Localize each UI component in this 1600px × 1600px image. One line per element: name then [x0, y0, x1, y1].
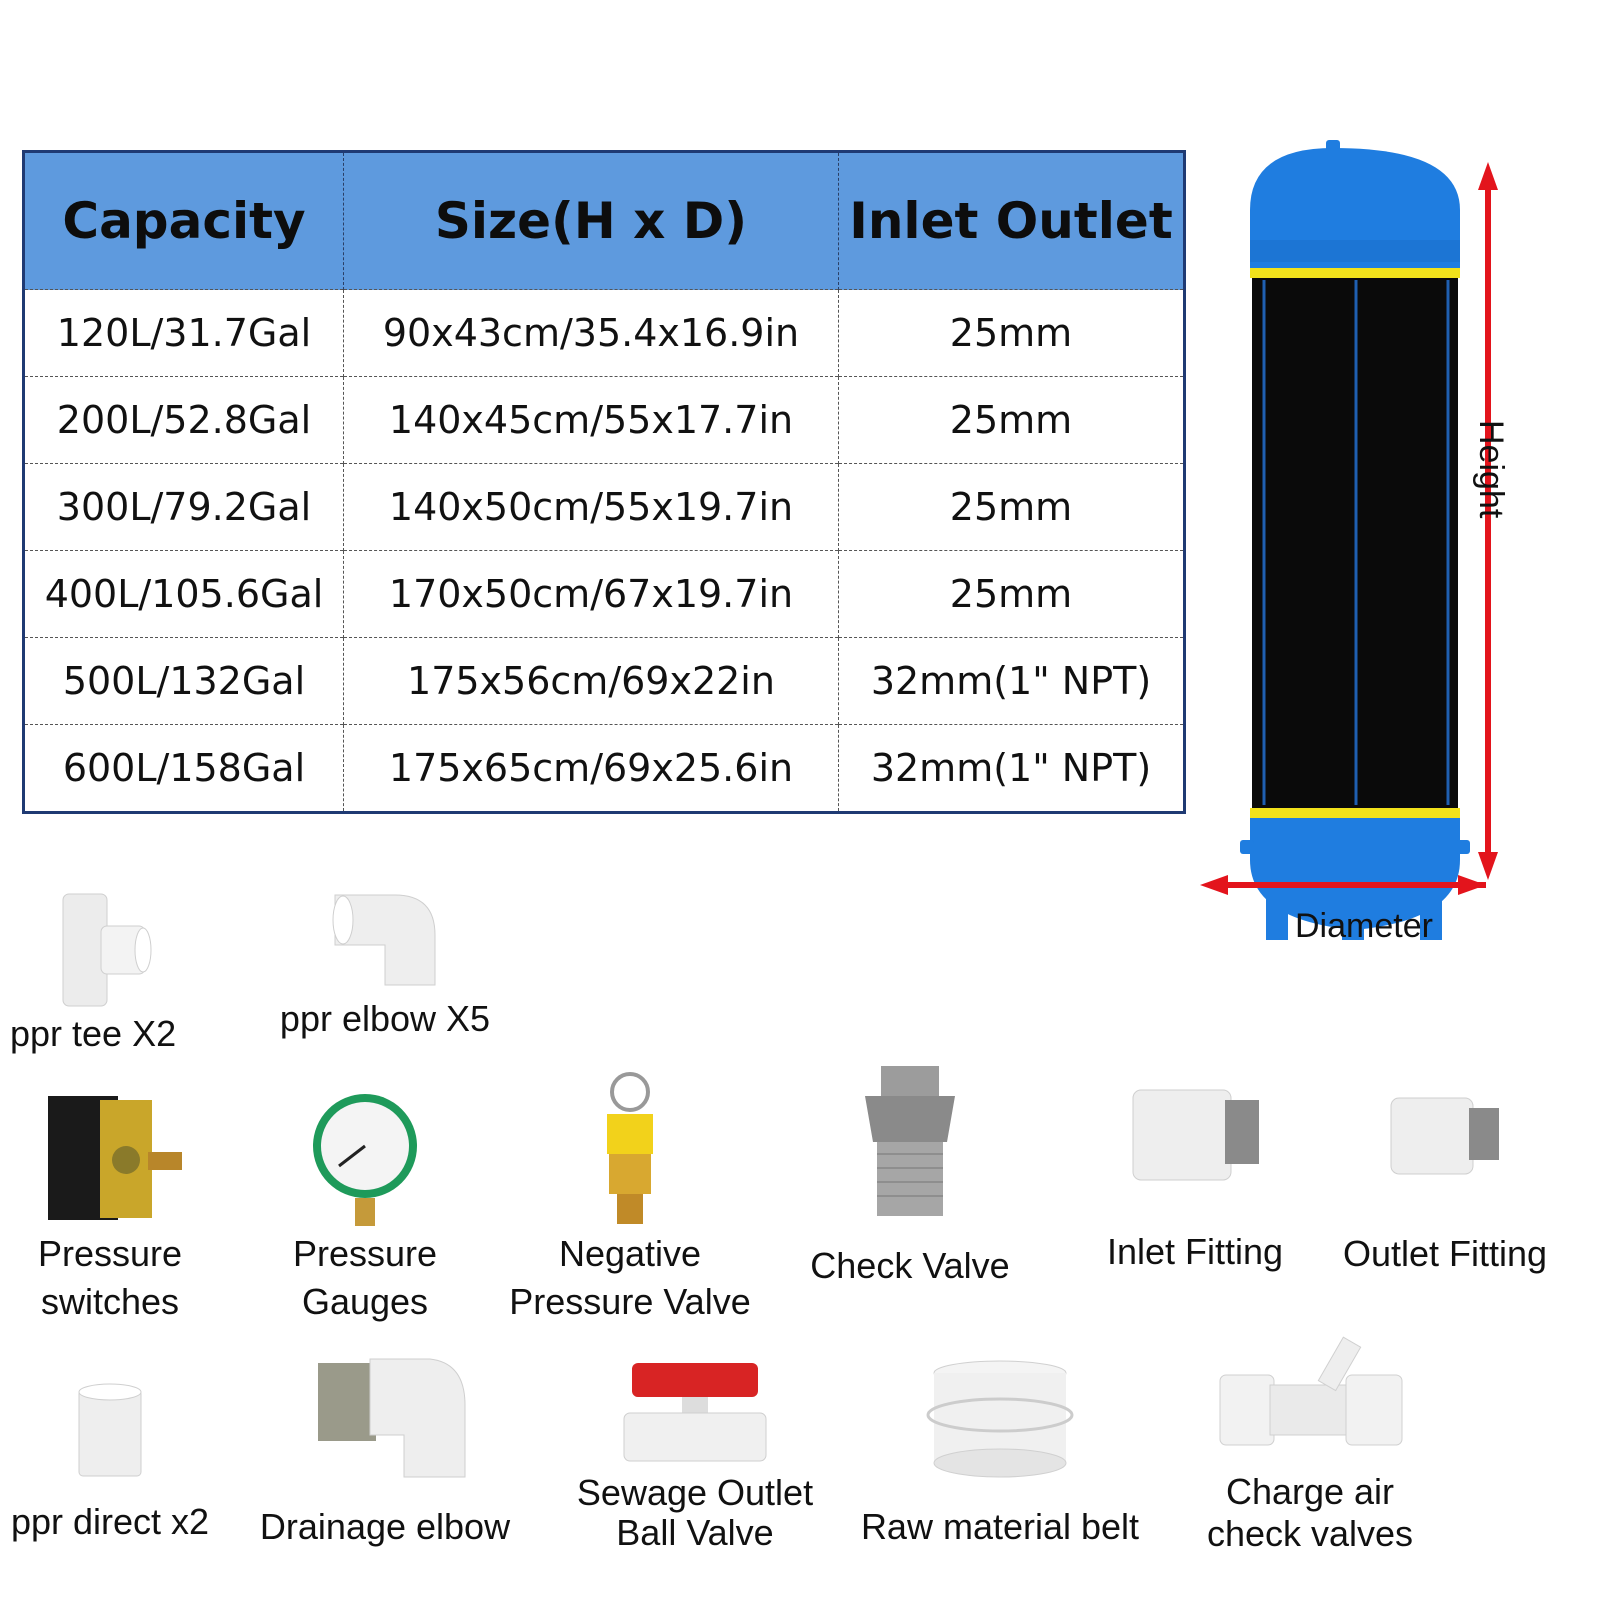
- cell-inlet-outlet: 25mm: [838, 463, 1185, 551]
- cell-capacity: 400L/105.6Gal: [23, 550, 344, 638]
- accessory-label: Charge air check valves: [1206, 1471, 1414, 1554]
- header-capacity: Capacity: [23, 151, 344, 290]
- pressure-switch-icon: [48, 1096, 182, 1220]
- accessory-label: ppr tee X2: [10, 1013, 177, 1054]
- tape-roll-icon: [926, 1360, 1074, 1478]
- cell-size: 140x50cm/55x19.7in: [343, 463, 839, 551]
- cell-inlet-outlet: 25mm: [838, 289, 1185, 377]
- accessory-inlet-fitting: Inlet Fitting: [1090, 1080, 1300, 1276]
- accessory-label: Pressure Gauges: [292, 1233, 438, 1322]
- spec-table: Capacity Size(H x D) Inlet Outlet 120L/3…: [22, 150, 1186, 814]
- accessory-drainage-elbow: Drainage elbow: [250, 1355, 520, 1551]
- accessory-ppr-elbow: ppr elbow X5: [270, 885, 500, 1043]
- ppr-direct-icon: [78, 1383, 142, 1477]
- accessory-check-valve: Check Valve: [795, 1062, 1025, 1290]
- accessory-label: Sewage Outlet Ball Valve: [576, 1472, 814, 1553]
- table-header-row: Capacity Size(H x D) Inlet Outlet: [23, 151, 1185, 290]
- accessory-outlet-fitting: Outlet Fitting: [1330, 1092, 1560, 1278]
- negative-pressure-valve-icon: [607, 1072, 653, 1224]
- diameter-arrow: [1200, 875, 1486, 895]
- pressure-gauge-icon: [313, 1094, 417, 1226]
- cell-size: 140x45cm/55x17.7in: [343, 376, 839, 464]
- accessory-pressure-switch: Pressure switches: [15, 1090, 205, 1326]
- water-tank-illustration: [1230, 140, 1498, 940]
- ball-valve-icon: [623, 1363, 767, 1462]
- table-row: 300L/79.2Gal 140x50cm/55x19.7in 25mm: [23, 463, 1185, 551]
- table-row: 400L/105.6Gal 170x50cm/67x19.7in 25mm: [23, 550, 1185, 638]
- accessory-label: Negative Pressure Valve: [509, 1233, 751, 1322]
- cell-size: 175x56cm/69x22in: [343, 637, 839, 725]
- ppr-tee-icon: [62, 893, 152, 1007]
- table-row: 600L/158Gal 175x65cm/69x25.6in 32mm(1" N…: [23, 724, 1185, 813]
- cell-capacity: 500L/132Gal: [23, 637, 344, 725]
- cell-inlet-outlet: 32mm(1" NPT): [838, 724, 1185, 813]
- accessory-ppr-tee: ppr tee X2: [10, 890, 190, 1058]
- accessory-label: Check Valve: [810, 1245, 1010, 1286]
- accessory-label: Inlet Fitting: [1106, 1231, 1284, 1272]
- cell-size: 170x50cm/67x19.7in: [343, 550, 839, 638]
- accessory-label: Outlet Fitting: [1342, 1233, 1548, 1274]
- air-check-valve-icon: [1219, 1336, 1403, 1446]
- cell-inlet-outlet: 32mm(1" NPT): [838, 637, 1185, 725]
- accessory-air-check-valve: Charge air check valves: [1180, 1335, 1440, 1555]
- header-inlet-outlet: Inlet Outlet: [838, 151, 1185, 290]
- outlet-fitting-icon: [1390, 1097, 1499, 1175]
- accessory-ball-valve: Sewage Outlet Ball Valve: [555, 1355, 835, 1553]
- cell-capacity: 600L/158Gal: [23, 724, 344, 813]
- cell-capacity: 300L/79.2Gal: [23, 463, 344, 551]
- accessory-raw-material-belt: Raw material belt: [845, 1355, 1155, 1551]
- accessory-label: ppr elbow X5: [279, 998, 491, 1039]
- drainage-elbow-icon: [318, 1358, 466, 1478]
- table-row: 500L/132Gal 175x56cm/69x22in 32mm(1" NPT…: [23, 637, 1185, 725]
- cell-size: 175x65cm/69x25.6in: [343, 724, 839, 813]
- table-row: 120L/31.7Gal 90x43cm/35.4x16.9in 25mm: [23, 289, 1185, 377]
- header-size: Size(H x D): [343, 151, 839, 290]
- accessory-ppr-direct: ppr direct x2: [5, 1380, 215, 1546]
- accessory-label: Pressure switches: [37, 1233, 183, 1322]
- cell-size: 90x43cm/35.4x16.9in: [343, 289, 839, 377]
- cell-capacity: 120L/31.7Gal: [23, 289, 344, 377]
- cell-inlet-outlet: 25mm: [838, 550, 1185, 638]
- cell-capacity: 200L/52.8Gal: [23, 376, 344, 464]
- cell-inlet-outlet: 25mm: [838, 376, 1185, 464]
- height-label: Height: [1472, 420, 1510, 519]
- accessory-negative-pressure-valve: Negative Pressure Valve: [495, 1070, 765, 1326]
- accessory-label: Drainage elbow: [259, 1506, 511, 1547]
- table-row: 200L/52.8Gal 140x45cm/55x17.7in 25mm: [23, 376, 1185, 464]
- inlet-fitting-icon: [1132, 1089, 1259, 1181]
- diameter-label: Diameter: [1295, 907, 1433, 945]
- accessory-label: Raw material belt: [860, 1506, 1140, 1547]
- ppr-elbow-icon: [332, 894, 436, 986]
- accessory-label: ppr direct x2: [10, 1501, 210, 1542]
- accessory-pressure-gauge: Pressure Gauges: [280, 1090, 450, 1326]
- check-valve-icon: [865, 1066, 955, 1216]
